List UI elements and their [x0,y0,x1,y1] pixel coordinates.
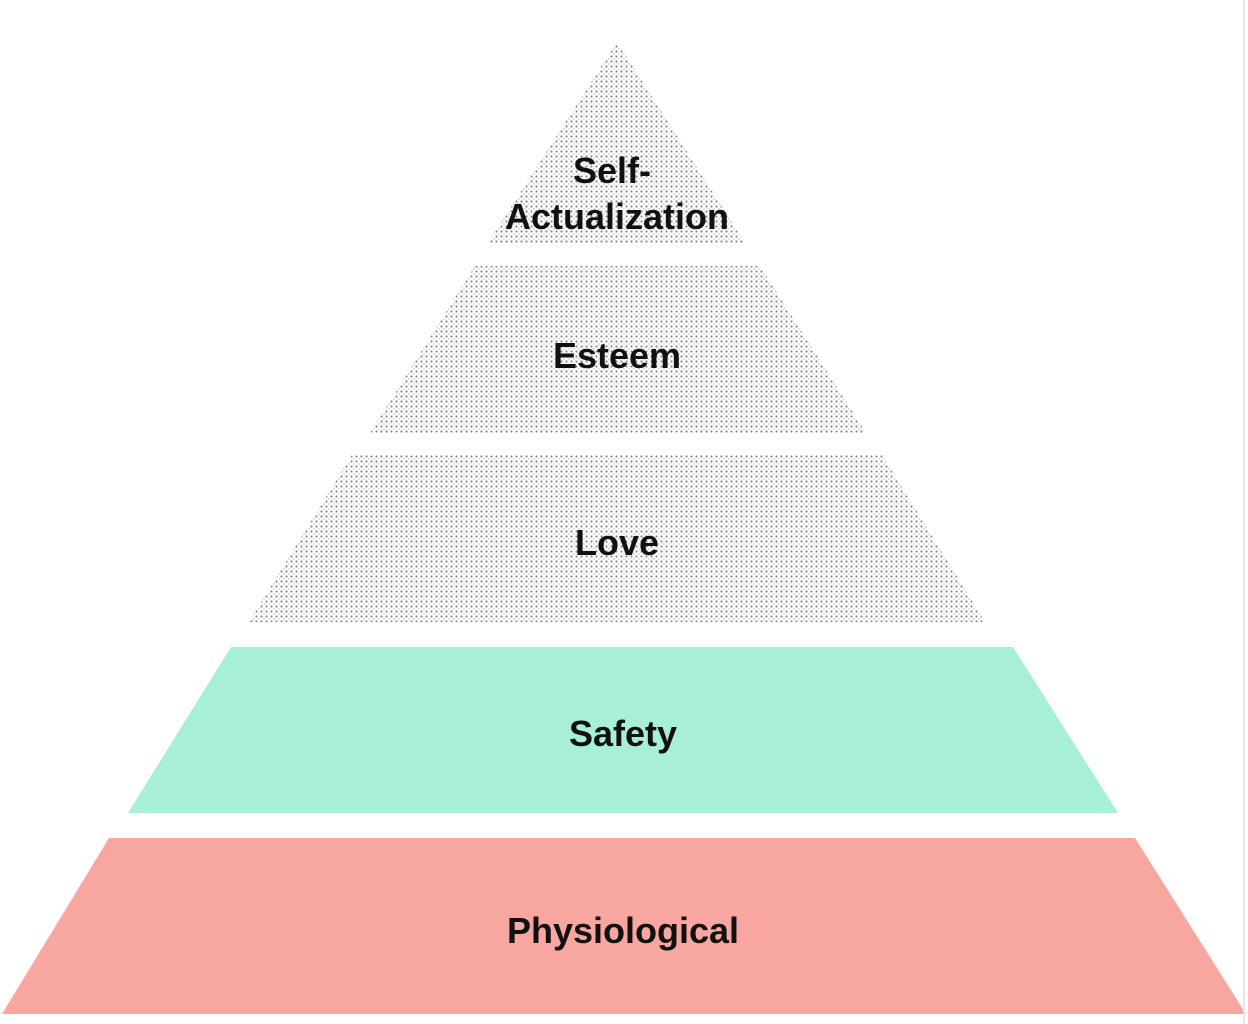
tier-self-actualization-shape [488,42,745,243]
tier-love-shape [249,455,985,622]
tier-esteem-shape [370,266,866,433]
tier-physiological-shape [2,838,1246,1014]
tier-safety-shape [128,647,1118,813]
tier-physiological-label: Physiological [507,910,739,951]
tier-self-actualization-label-line-2: Actualization [505,196,729,237]
tier-self-actualization-label-line-1: Self- [573,150,651,191]
tier-love: Love [249,455,985,622]
tier-self-actualization-label: Self- Actualization [505,150,729,237]
tier-physiological: Physiological [2,838,1246,1014]
tier-safety-label: Safety [569,713,677,754]
tier-love-label: Love [575,522,659,563]
tier-safety: Safety [128,647,1118,813]
tier-self-actualization: Self- Actualization [488,42,745,243]
tier-esteem-label: Esteem [553,335,681,376]
tier-esteem: Esteem [370,266,866,433]
